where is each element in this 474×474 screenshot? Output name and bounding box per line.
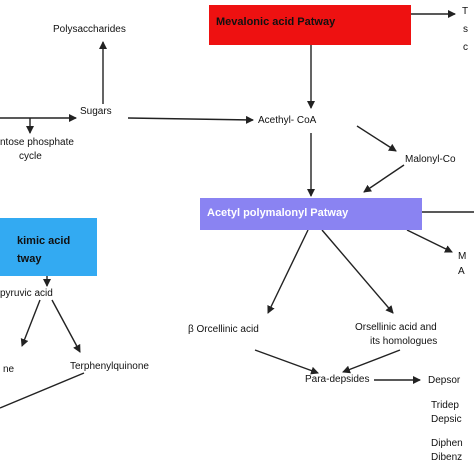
arrow-beta-paradepsides [254, 349, 319, 375]
mevalonic-pathway-label: Mevalonic acid Patway [216, 16, 336, 28]
acetyl-coa-label: Acethyl- CoA [258, 115, 317, 126]
arrow-sugars-acetylcoa [127, 115, 254, 124]
arrow-acetylcoa-malonylcoa [356, 125, 397, 152]
arrow-polymalonyl-ma [406, 229, 453, 253]
right-mid-label-m: M [458, 251, 467, 262]
arrow-polymalonyl-beta [267, 229, 309, 314]
orsellinic-label-2: its homologues [370, 336, 438, 347]
arrow-malonylcoa-polymalonyl [363, 164, 405, 193]
polymalonyl-pathway-label: Acetyl polymalonyl Patway [207, 207, 349, 219]
shikimic-pathway-box: kimic acid tway [0, 218, 97, 276]
right-mid-label-a: A [458, 266, 465, 277]
malonyl-coa-label: Malonyl-Co [405, 154, 456, 165]
arrow-terphenyl-left [0, 372, 85, 409]
mevalonic-pathway-box: Mevalonic acid Patway [209, 5, 411, 45]
right-top-label-t: T [462, 6, 469, 17]
dibenzo-label: Dibenz [431, 452, 463, 463]
arrow-pyruvic-ne [20, 299, 41, 347]
diphenyl-label: Diphen [431, 438, 463, 449]
polysaccharides-label: Polysaccharides [53, 24, 126, 35]
shikimic-pathway-label-2: tway [17, 253, 42, 265]
terphenylquinone-label: Terphenylquinone [70, 361, 149, 372]
arrow-orsellinic-paradepsides [342, 349, 401, 374]
tridepsides-label: Tridep [431, 400, 459, 411]
para-depsides-label: Para-depsides [305, 374, 370, 385]
quinone-fragment-label: ne [3, 364, 15, 375]
arrow-pyruvic-terphenyl [51, 299, 81, 353]
pentose-label-2: cycle [19, 151, 42, 162]
right-top-label-c: c [463, 42, 468, 53]
sugars-label: Sugars [80, 106, 112, 117]
depsones-label: Depsor [428, 375, 461, 386]
pyruvic-acid-label: pyruvic acid [0, 288, 53, 299]
right-top-label-s: s [463, 24, 468, 35]
orsellinic-label-1: Orsellinic acid and [355, 322, 437, 333]
polymalonyl-pathway-box: Acetyl polymalonyl Patway [200, 198, 422, 230]
depsides-label: Depsic [431, 414, 462, 425]
arrow-polymalonyl-orsellinic [321, 229, 394, 314]
beta-orcellinic-label: β Orcellinic acid [188, 324, 259, 335]
pentose-label-1: ntose phosphate [0, 137, 74, 148]
shikimic-pathway-label-1: kimic acid [17, 235, 71, 247]
